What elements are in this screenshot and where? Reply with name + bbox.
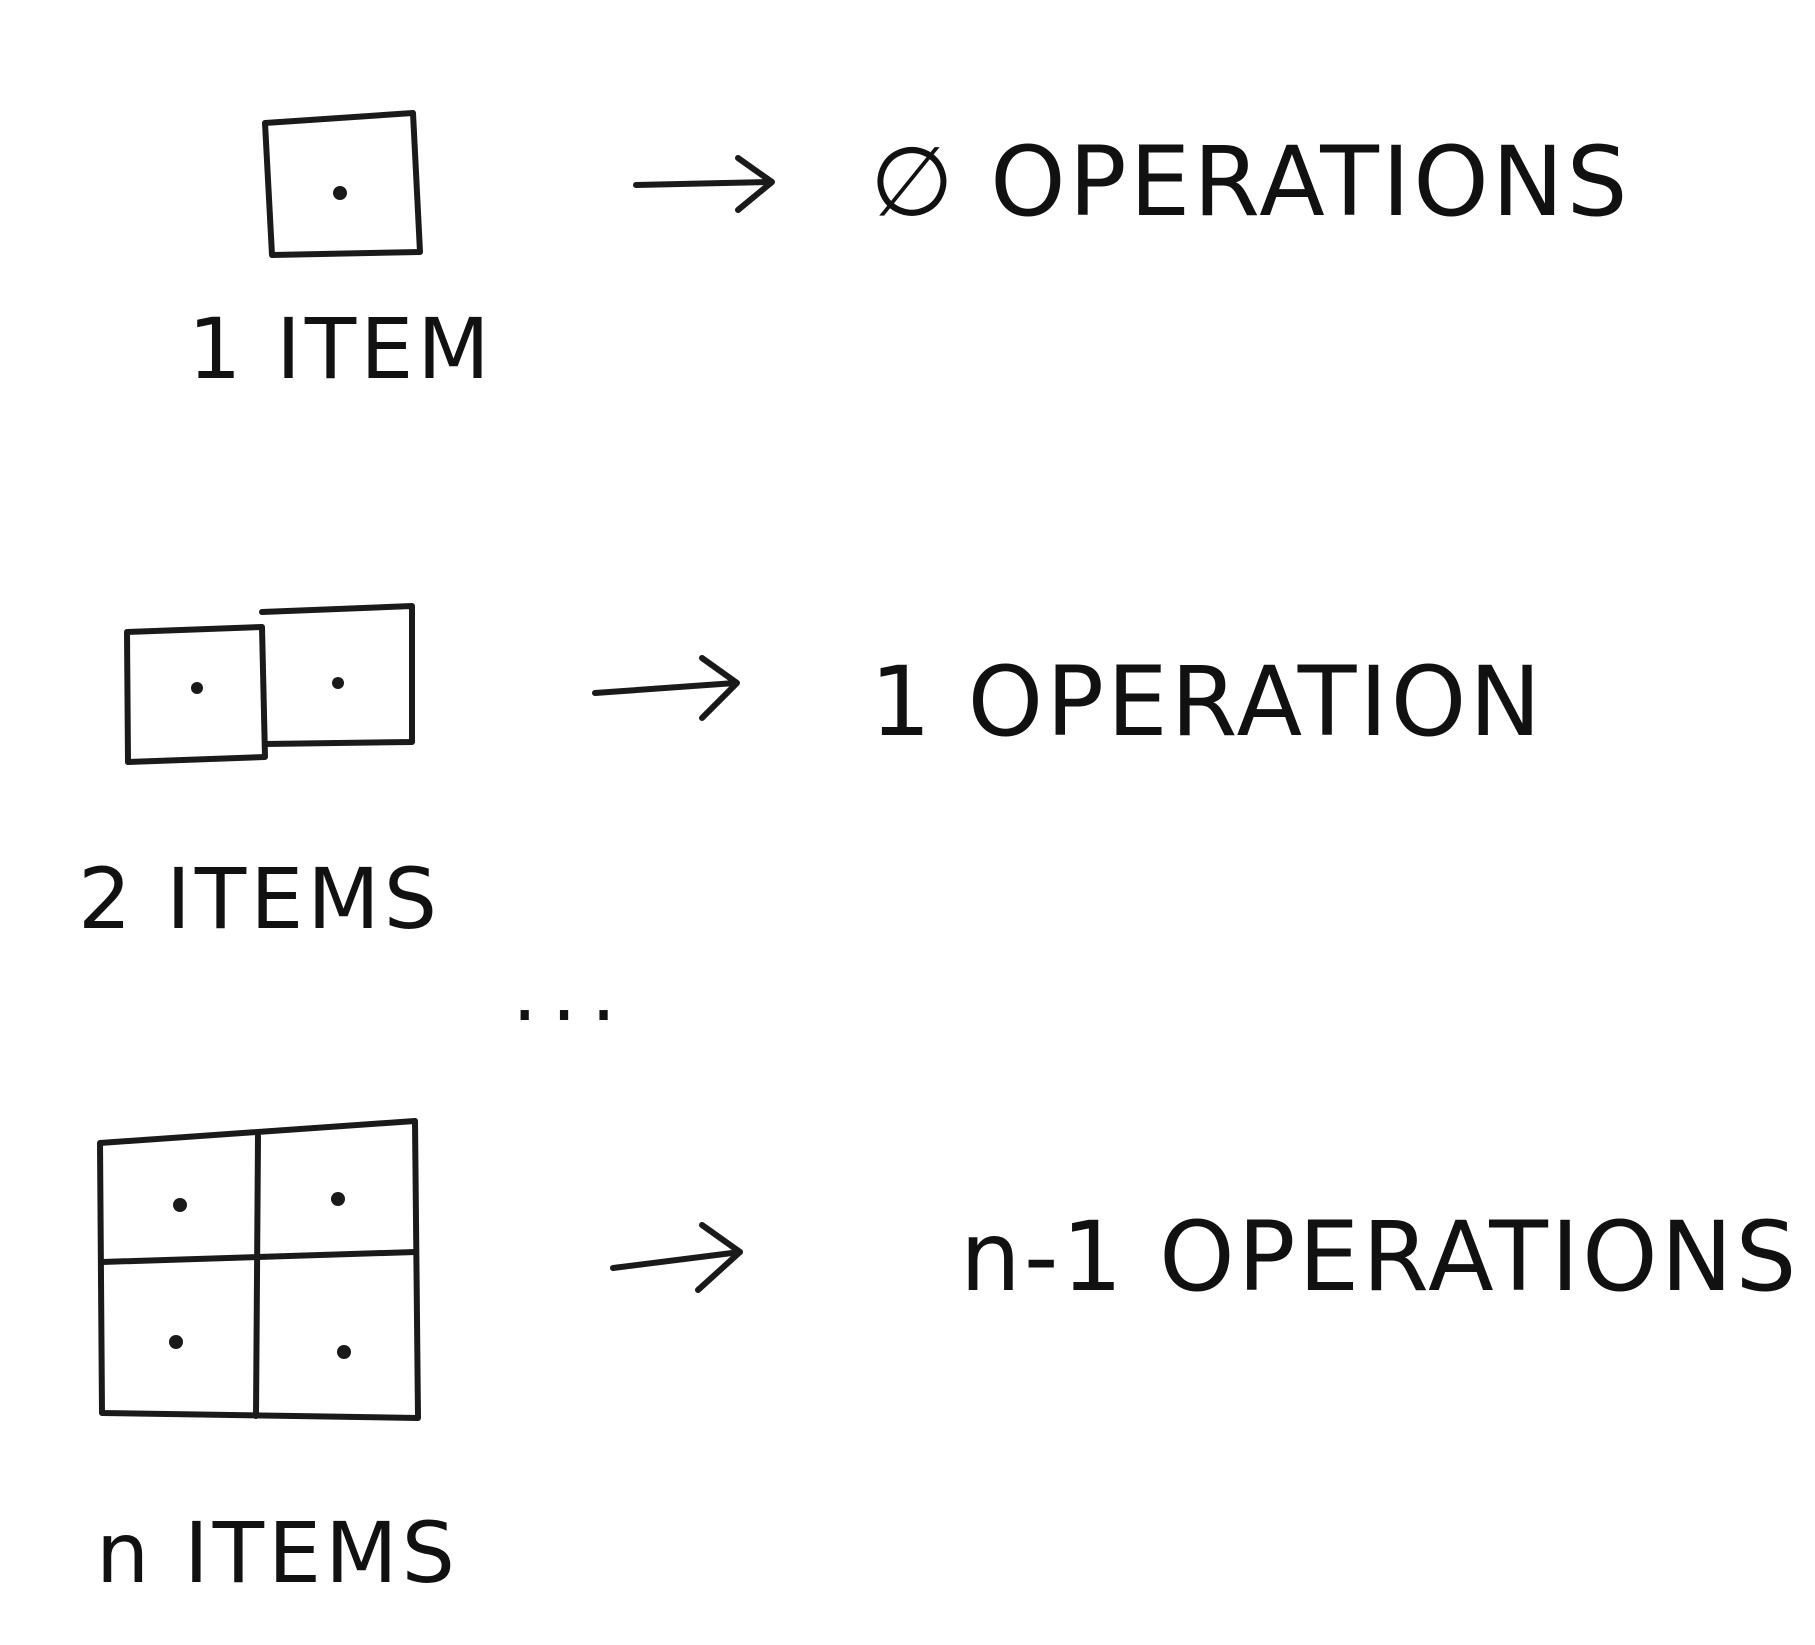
two-items-label: 2 ITEMS — [78, 850, 441, 948]
n-items-label: n ITEMS — [96, 1504, 459, 1602]
one-item-box — [262, 110, 423, 258]
row-2: 2 ITEMS 1 OPERATION — [78, 603, 1544, 948]
n-minus-one-operations-label: n-1 OPERATIONS — [960, 1201, 1799, 1313]
row-1: 1 ITEM ∅ OPERATIONS — [188, 110, 1631, 398]
row-3: n ITEMS n-1 OPERATIONS — [96, 1118, 1799, 1602]
n-items-grid — [97, 1118, 421, 1421]
one-item-label: 1 ITEM — [188, 300, 494, 398]
arrow-icon-row-2 — [592, 655, 740, 721]
two-items-boxes — [124, 603, 415, 765]
arrow-icon-row-3 — [610, 1222, 743, 1293]
arrow-icon-row-1 — [633, 155, 775, 213]
ellipsis: ... — [512, 946, 630, 1039]
one-operation-label: 1 OPERATION — [870, 646, 1544, 758]
zero-operations-label: ∅ OPERATIONS — [870, 126, 1631, 238]
